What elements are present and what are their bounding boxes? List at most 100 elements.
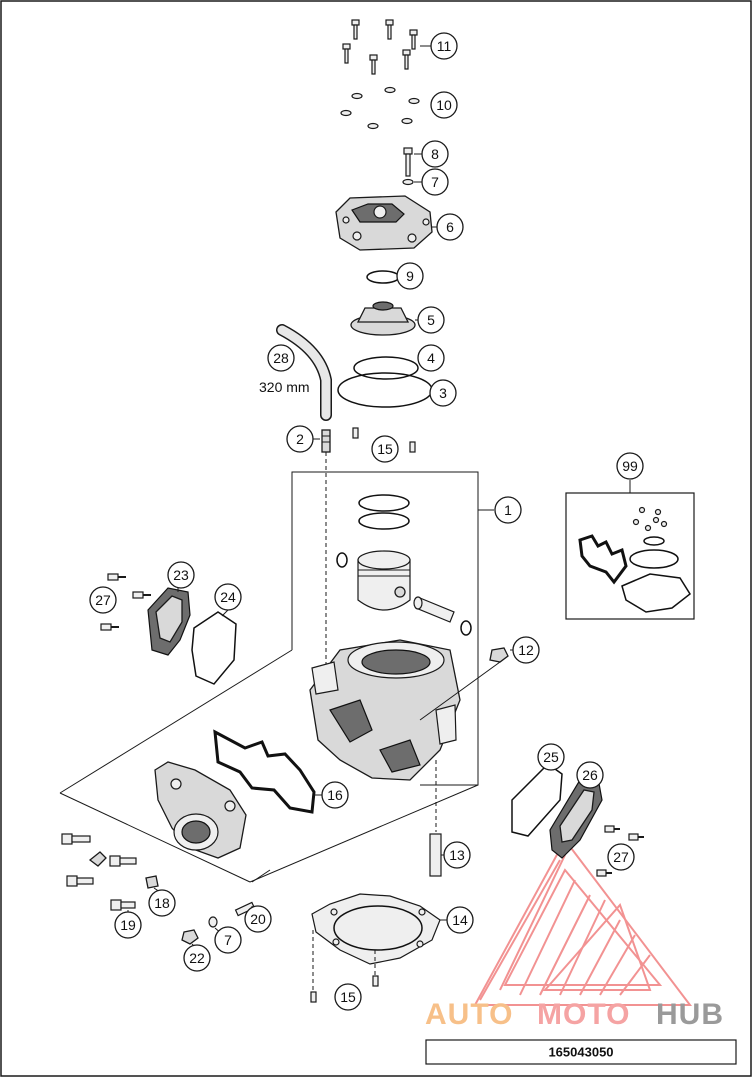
svg-text:2: 2 bbox=[296, 431, 304, 447]
callout-22: 22 bbox=[183, 943, 211, 972]
callout-7-bottom: 7 bbox=[214, 926, 242, 954]
svg-text:4: 4 bbox=[427, 350, 435, 366]
callout-1: 1 bbox=[494, 496, 522, 524]
callout-9: 9 bbox=[396, 262, 424, 290]
svg-text:5: 5 bbox=[427, 312, 435, 328]
callout-16: 16 bbox=[314, 781, 349, 809]
callout-99: 99 bbox=[616, 452, 644, 480]
watermark-moto: MOTO bbox=[537, 998, 630, 1031]
svg-text:27: 27 bbox=[95, 592, 111, 608]
gasket-kit-box-99 bbox=[565, 480, 695, 620]
callout-28: 28 bbox=[267, 344, 295, 372]
callout-5: 5 bbox=[415, 306, 445, 334]
callout-25: 25 bbox=[537, 743, 565, 771]
callout-26: 26 bbox=[576, 761, 604, 789]
callouts: 11 10 8 7 6 9 5 bbox=[89, 32, 644, 1011]
callout-24: 24 bbox=[214, 583, 242, 617]
dowels-part-15-bottom bbox=[310, 975, 379, 1003]
callout-3: 3 bbox=[429, 379, 457, 407]
callout-8: 8 bbox=[414, 140, 449, 168]
piston-pin bbox=[413, 596, 455, 623]
svg-text:22: 22 bbox=[189, 950, 205, 966]
svg-text:3: 3 bbox=[439, 385, 447, 401]
callout-6: 6 bbox=[432, 213, 464, 241]
o-ring-part-4 bbox=[353, 356, 419, 380]
callout-15-bottom: 15 bbox=[334, 983, 362, 1011]
cover-part-26 bbox=[549, 777, 603, 859]
bolt-part-8 bbox=[402, 147, 414, 186]
cylinder bbox=[309, 639, 461, 781]
o-ring-part-3 bbox=[337, 372, 433, 408]
svg-text:18: 18 bbox=[154, 895, 170, 911]
gasket-part-24 bbox=[191, 611, 237, 685]
svg-text:6: 6 bbox=[446, 219, 454, 235]
head-insert-part-5 bbox=[350, 301, 416, 336]
leader-lines-lower bbox=[59, 649, 479, 883]
bolts-part-11 bbox=[342, 19, 418, 75]
svg-text:7: 7 bbox=[431, 174, 439, 190]
svg-text:1: 1 bbox=[504, 502, 512, 518]
svg-text:99: 99 bbox=[622, 458, 638, 474]
exhaust-flange bbox=[154, 761, 247, 859]
svg-text:26: 26 bbox=[582, 767, 598, 783]
callout-4: 4 bbox=[417, 344, 445, 372]
svg-text:14: 14 bbox=[452, 912, 468, 928]
watermark-auto: AUTO bbox=[425, 998, 513, 1031]
stud-part-13 bbox=[429, 760, 442, 877]
callout-7-top: 7 bbox=[414, 168, 449, 196]
svg-text:23: 23 bbox=[173, 567, 189, 583]
callout-10: 10 bbox=[430, 91, 458, 119]
callout-2: 2 bbox=[286, 425, 320, 453]
callout-23: 23 bbox=[167, 561, 195, 592]
watermark-logo bbox=[473, 838, 693, 1006]
circlip-right bbox=[460, 620, 472, 636]
washers-part-10 bbox=[340, 86, 420, 130]
callout-18: 18 bbox=[148, 887, 176, 917]
assembly-bracket-1 bbox=[291, 471, 494, 786]
callout-11: 11 bbox=[420, 32, 458, 60]
callout-14: 14 bbox=[440, 906, 474, 934]
piston-ring-2 bbox=[358, 512, 410, 530]
svg-text:24: 24 bbox=[220, 589, 236, 605]
hose-length-label: 320 mm bbox=[259, 379, 310, 395]
svg-text:19: 19 bbox=[120, 917, 136, 933]
svg-text:15: 15 bbox=[377, 441, 393, 457]
callout-27-left: 27 bbox=[89, 586, 117, 614]
svg-text:9: 9 bbox=[406, 268, 414, 284]
svg-text:27: 27 bbox=[613, 849, 629, 865]
fitting-part-2 bbox=[321, 429, 331, 453]
callout-15-top: 15 bbox=[371, 435, 399, 463]
svg-text:16: 16 bbox=[327, 787, 343, 803]
svg-text:10: 10 bbox=[436, 97, 452, 113]
piston bbox=[357, 550, 411, 611]
part-code: 165043050 bbox=[548, 1045, 613, 1060]
base-gasket-part-14 bbox=[311, 893, 441, 990]
svg-text:12: 12 bbox=[518, 642, 534, 658]
part-code-box: 165043050 bbox=[425, 1039, 737, 1065]
watermark-text: AUTO MOTO HUB bbox=[425, 998, 724, 1031]
circlip-left bbox=[336, 552, 348, 568]
svg-text:15: 15 bbox=[340, 989, 356, 1005]
svg-text:25: 25 bbox=[543, 749, 559, 765]
bolts-part-27-right bbox=[596, 825, 644, 877]
svg-text:13: 13 bbox=[449, 847, 465, 863]
o-ring-part-9 bbox=[366, 270, 400, 284]
callout-13: 13 bbox=[441, 841, 471, 869]
gasket-part-16 bbox=[213, 729, 316, 814]
bolts-part-27-left bbox=[100, 573, 151, 631]
dowels-part-15 bbox=[352, 427, 416, 453]
svg-text:28: 28 bbox=[273, 350, 289, 366]
watermark-hub: HUB bbox=[656, 998, 724, 1031]
exhaust-bolts bbox=[61, 833, 256, 945]
svg-text:7: 7 bbox=[224, 932, 232, 948]
callout-20: 20 bbox=[244, 905, 272, 933]
cylinder-head-part-6 bbox=[335, 195, 433, 251]
svg-text:11: 11 bbox=[437, 38, 452, 54]
svg-text:20: 20 bbox=[250, 911, 266, 927]
callout-12: 12 bbox=[512, 636, 540, 664]
piston-ring-1 bbox=[358, 494, 410, 512]
cover-part-23 bbox=[147, 587, 191, 656]
callout-27-right: 27 bbox=[607, 843, 635, 871]
